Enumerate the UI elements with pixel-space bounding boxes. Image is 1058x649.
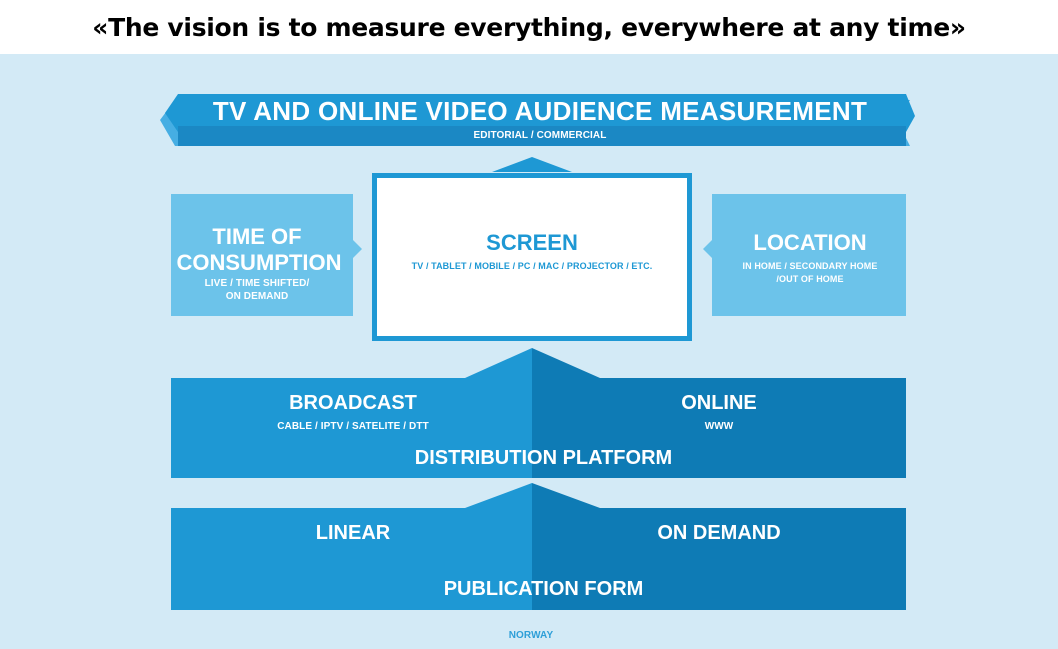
footer-country: NORWAY <box>508 630 554 641</box>
arrow-location-to-screen <box>703 240 712 258</box>
location-title: LOCATION <box>753 230 867 255</box>
time-of-consumption-sub-2: ON DEMAND <box>225 291 289 302</box>
distribution-left <box>171 348 532 478</box>
location-box <box>712 194 906 316</box>
broadcast-sub: CABLE / IPTV / SATELITE / DTT <box>277 421 429 432</box>
distribution-platform-label: DISTRIBUTION PLATFORM <box>414 447 673 469</box>
online-title: ONLINE <box>681 392 757 414</box>
location-sub-1: IN HOME / SECONDARY HOME <box>742 261 878 271</box>
arrow-screen-to-banner <box>492 157 572 172</box>
publication-form-label: PUBLICATION FORM <box>443 578 644 600</box>
banner-shape <box>165 94 915 132</box>
time-of-consumption-box <box>171 194 353 316</box>
broadcast-title: BROADCAST <box>289 392 417 414</box>
slide-title: «The vision is to measure everything, ev… <box>92 12 966 42</box>
publication-right <box>532 483 906 610</box>
banner-title: TV AND ONLINE VIDEO AUDIENCE MEASUREMENT <box>212 96 868 126</box>
banner-strip <box>178 126 906 146</box>
online-sub: WWW <box>704 421 734 432</box>
screen-title: SCREEN <box>486 230 578 255</box>
time-of-consumption-sub-1: LIVE / TIME SHIFTED/ <box>204 278 310 289</box>
banner-subtitle: EDITORIAL / COMMERCIAL <box>473 130 607 141</box>
screen-subtitle: TV / TABLET / MOBILE / PC / MAC / PROJEC… <box>411 261 653 271</box>
linear-title: LINEAR <box>315 522 391 544</box>
time-of-consumption-title-1: TIME OF <box>212 224 302 249</box>
on-demand-title: ON DEMAND <box>657 522 781 544</box>
location-sub-2: /OUT OF HOME <box>776 274 844 284</box>
time-of-consumption-title-2: CONSUMPTION <box>176 250 342 275</box>
distribution-right <box>532 348 906 478</box>
arrow-time-to-screen <box>353 240 362 258</box>
screen-box <box>372 173 692 341</box>
publication-left <box>171 483 532 610</box>
